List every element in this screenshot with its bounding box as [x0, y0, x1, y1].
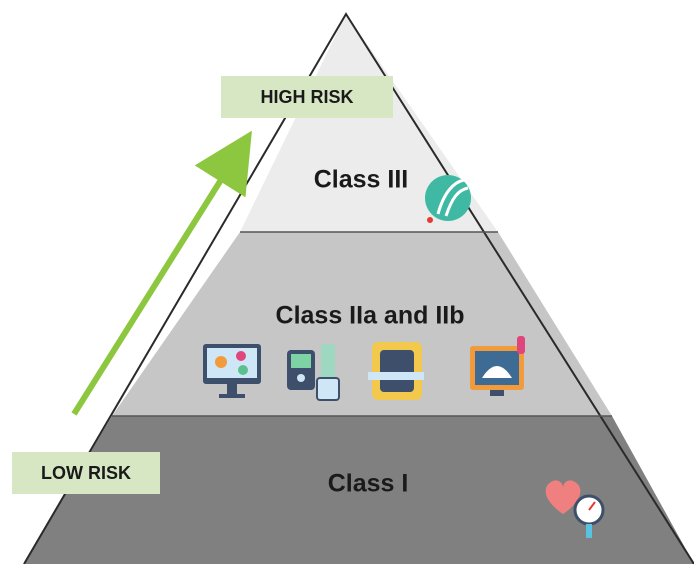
mri-scanner-icon [368, 342, 424, 400]
heart-pressure-gauge-icon [545, 480, 605, 538]
tier-label-class-iii: Class III [313, 165, 409, 194]
tier-label-class-ii: Class IIa and IIb [275, 301, 465, 330]
high-risk-label: HIGH RISK [221, 76, 393, 118]
stent-icon [425, 175, 471, 223]
ultrasound-icon [470, 336, 525, 396]
low-risk-label: LOW RISK [12, 452, 160, 494]
risk-arrow [71, 130, 252, 416]
insulin-pump-icon [287, 344, 340, 401]
tier-label-class-i: Class I [327, 469, 409, 498]
monitor-apps-icon [203, 344, 261, 398]
pyramid-outline [23, 12, 694, 565]
tier-class-i [24, 416, 694, 564]
tier-class-iii [240, 14, 498, 232]
